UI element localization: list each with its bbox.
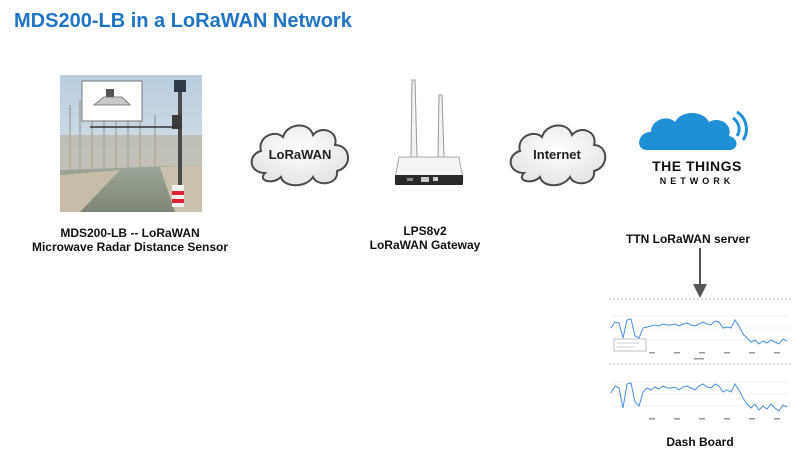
ttn-logo-line1: THE THINGS (652, 158, 742, 174)
sensor-caption: MDS200-LB -- LoRaWAN Microwave Radar Dis… (20, 226, 240, 254)
dashboard-caption: Dash Board (666, 435, 734, 449)
ttn-logo: THE THINGS NETWORK (637, 110, 757, 190)
gateway-device (393, 75, 465, 190)
ttn-logo-line2: NETWORK (659, 176, 735, 186)
gateway-caption: LPS8v2 LoRaWAN Gateway (345, 224, 505, 252)
gateway-name-line2: LoRaWAN Gateway (369, 238, 481, 252)
cloud-icon (250, 124, 349, 187)
down-arrow-icon (693, 248, 707, 298)
lorawan-cloud: LoRaWAN (243, 115, 357, 191)
dashboard-chart (609, 298, 791, 426)
ttn-server-caption: TTN LoRaWAN server (625, 232, 751, 246)
gateway-name-line1: LPS8v2 (403, 224, 447, 238)
cloud-icon (509, 124, 607, 187)
sensor-photo (60, 75, 202, 212)
sensor-name-line2: Microwave Radar Distance Sensor (31, 240, 229, 254)
sensor-name-line1: MDS200-LB -- LoRaWAN (60, 226, 200, 240)
lorawan-cloud-label: LoRaWAN (268, 147, 332, 162)
internet-cloud: Internet (502, 115, 612, 191)
ttn-cloud-icon (639, 110, 748, 150)
internet-cloud-label: Internet (533, 147, 581, 162)
slide-title: MDS200-LB in a LoRaWAN Network (14, 10, 352, 32)
